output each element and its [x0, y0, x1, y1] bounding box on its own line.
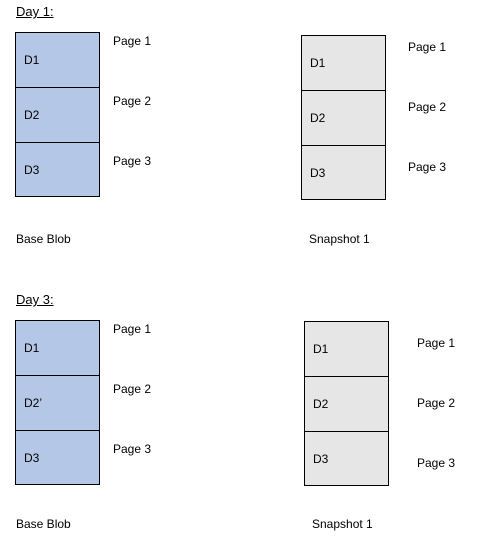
day1-base-cell-2: D2	[15, 88, 100, 143]
day3-snapshot-cell-3: D3	[304, 432, 389, 486]
cell-label: D3	[310, 165, 326, 180]
cell-label: D1	[24, 53, 40, 67]
day3-base-cell-3: D3	[15, 431, 100, 485]
cell-label: D1	[310, 56, 326, 70]
day1-base-page-3: Page 3	[113, 154, 152, 168]
day1-label: Day 1:	[16, 4, 54, 19]
day1-base-cell-1: D1	[15, 33, 100, 88]
cell-label: D2’	[24, 396, 43, 410]
day1-base-page-1: Page 1	[113, 34, 152, 48]
day3-label: Day 3:	[16, 292, 54, 307]
day1-base-caption: Base Blob	[16, 232, 71, 246]
cell-label: D3	[313, 451, 329, 466]
day1-snapshot-page-2: Page 2	[408, 100, 447, 114]
day3-snapshot: D1 D2 D3	[304, 321, 389, 486]
cell-label: D2	[310, 111, 326, 125]
day3-base-page-1: Page 1	[113, 322, 152, 336]
cell-label: D2	[24, 108, 40, 122]
cell-label: D3	[24, 450, 40, 465]
day3-snapshot-cell-1: D1	[304, 322, 389, 377]
day3-snapshot-page-2: Page 2	[417, 396, 456, 410]
day3-snapshot-cell-2: D2	[304, 377, 389, 432]
day3-snapshot-caption: Snapshot 1	[312, 517, 373, 531]
day1-base-blob: D1 D2 D3	[15, 32, 100, 197]
day3-base-blob: D1 D2’ D3	[15, 320, 100, 485]
day1-snapshot-cell-2: D2	[301, 91, 386, 146]
day3-base-cell-1: D1	[15, 321, 100, 376]
day1-snapshot-cell-1: D1	[301, 36, 386, 91]
day3-base-cell-2: D2’	[15, 376, 100, 431]
day1-snapshot-page-3: Page 3	[408, 160, 447, 174]
day3-snapshot-page-3: Page 3	[417, 456, 456, 470]
day1-snapshot-page-1: Page 1	[408, 40, 447, 54]
cell-label: D2	[313, 397, 329, 411]
day1-snapshot-cell-3: D3	[301, 146, 386, 200]
day1-base-cell-3: D3	[15, 143, 100, 197]
cell-label: D3	[24, 162, 40, 177]
day3-base-page-2: Page 2	[113, 382, 152, 396]
day3-base-caption: Base Blob	[16, 517, 71, 531]
cell-label: D1	[313, 342, 329, 356]
cell-label: D1	[24, 341, 40, 355]
day1-snapshot: D1 D2 D3	[301, 35, 386, 200]
day3-snapshot-page-1: Page 1	[417, 336, 456, 350]
day3-base-page-3: Page 3	[113, 442, 152, 456]
day1-snapshot-caption: Snapshot 1	[309, 232, 370, 246]
day1-base-page-2: Page 2	[113, 94, 152, 108]
